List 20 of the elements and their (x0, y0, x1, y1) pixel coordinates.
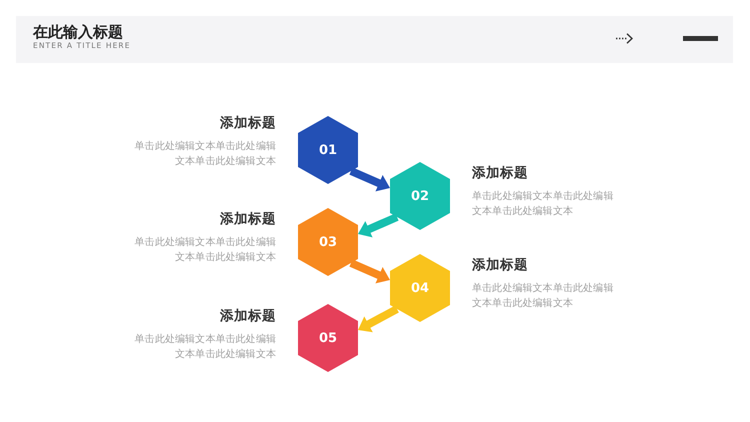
step-description: 单击此处编辑文本单击此处编辑文本单击此处编辑文本 (472, 190, 614, 218)
arrow (356, 305, 399, 334)
arrow (356, 213, 399, 238)
step-heading: 添加标题 (219, 307, 276, 325)
step-heading: 添加标题 (219, 210, 276, 228)
hexagon: 01 (298, 116, 358, 184)
arrow (349, 167, 392, 192)
arrow (349, 259, 392, 284)
step-heading: 添加标题 (472, 164, 529, 182)
hexagon: 02 (390, 162, 450, 230)
hexagon: 03 (298, 208, 358, 276)
step-heading: 添加标题 (472, 256, 529, 274)
step-description: 单击此处编辑文本单击此处编辑文本单击此处编辑文本 (472, 282, 614, 310)
step-description: 单击此处编辑文本单击此处编辑文本单击此处编辑文本 (134, 140, 276, 168)
page-title: 在此输入标题 (33, 22, 123, 42)
step-heading: 添加标题 (219, 114, 276, 132)
step-description: 单击此处编辑文本单击此处编辑文本单击此处编辑文本 (134, 332, 276, 362)
hexagon: 04 (390, 254, 450, 322)
hexagon: 05 (298, 304, 358, 372)
step-description: 单击此处编辑文本单击此处编辑文本单击此处编辑文本 (134, 236, 276, 264)
